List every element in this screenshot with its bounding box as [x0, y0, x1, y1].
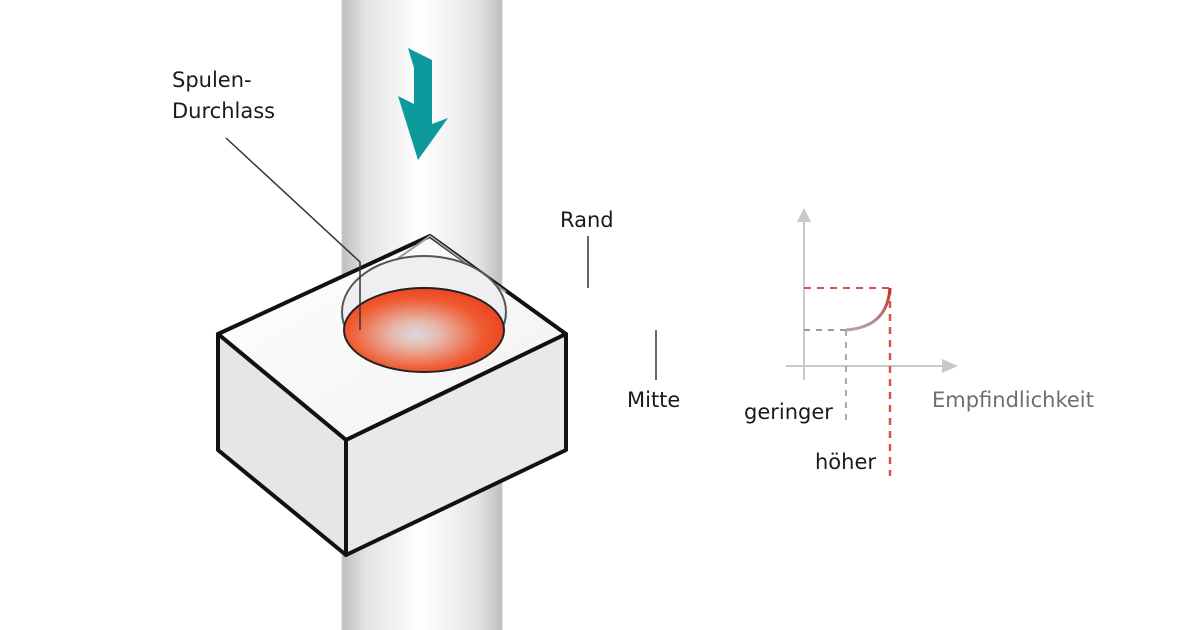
edge-label: Rand: [560, 208, 614, 232]
sensitivity-axis-label: Empfindlichkeit: [932, 388, 1094, 412]
coil-passage-label-line1: Spulen-: [172, 68, 252, 92]
center-label: Mitte: [627, 388, 680, 412]
x-axis-arrow-icon: [942, 359, 958, 373]
y-axis-arrow-icon: [797, 208, 811, 222]
sensitivity-curve: [845, 287, 892, 332]
coil-passage-label-line2: Durchlass: [172, 99, 275, 123]
coil-passage: [341, 255, 507, 373]
higher-label: höher: [815, 450, 876, 474]
flow-direction-arrow-icon: [398, 48, 448, 160]
lower-label: geringer: [744, 400, 833, 424]
sensitivity-plot: [786, 208, 958, 476]
coil-passage-leader: [225, 137, 361, 330]
